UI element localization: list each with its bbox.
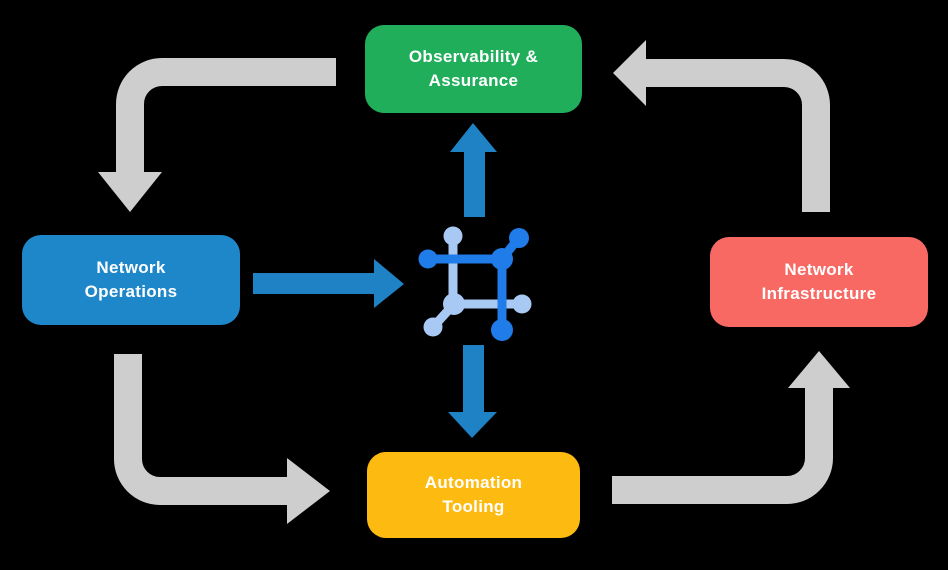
flow-arrow-operations-to-center [253,259,404,308]
flow-arrow-center-to-tooling [448,345,497,438]
arrow-head [788,351,850,388]
node-label-line: Network [784,260,854,279]
node-automation-tooling: Automation Tooling [367,452,580,538]
cycle-arrow-observability-to-operations [98,58,336,212]
icon-dark-strokes [418,228,529,341]
icon-light-strokes [423,226,532,337]
arrow-shaft [644,59,830,212]
arrow-shaft [116,58,336,174]
arrow-shaft [612,385,833,504]
arrow-right [253,259,404,308]
cycle-arrow-tooling-to-infrastructure [612,351,850,504]
network-mesh-icon [418,226,532,341]
node-label-line: Observability & [408,47,539,66]
arrow-head [613,40,646,106]
cycle-arrow-operations-to-tooling [114,354,330,524]
arrow-up [450,123,497,217]
arrow-down [448,345,497,438]
flow-arrow-center-to-observability [450,123,497,217]
arrow-shaft [114,354,289,505]
node-network-infrastructure: Network Infrastructure [710,237,928,327]
node-label-line: Assurance [428,71,519,90]
node-label-line: Operations [84,282,178,301]
node-observability-assurance: Observability & Assurance [365,25,582,113]
arrow-head [287,458,330,524]
node-label-line: Tooling [442,497,505,516]
node-label-line: Network [96,258,166,277]
node-network-operations: Network Operations [22,235,240,325]
node-label-line: Automation [424,473,523,492]
arrow-head [98,172,162,212]
node-label-line: Infrastructure [761,284,877,303]
cycle-arrow-infrastructure-to-observability [613,40,830,212]
